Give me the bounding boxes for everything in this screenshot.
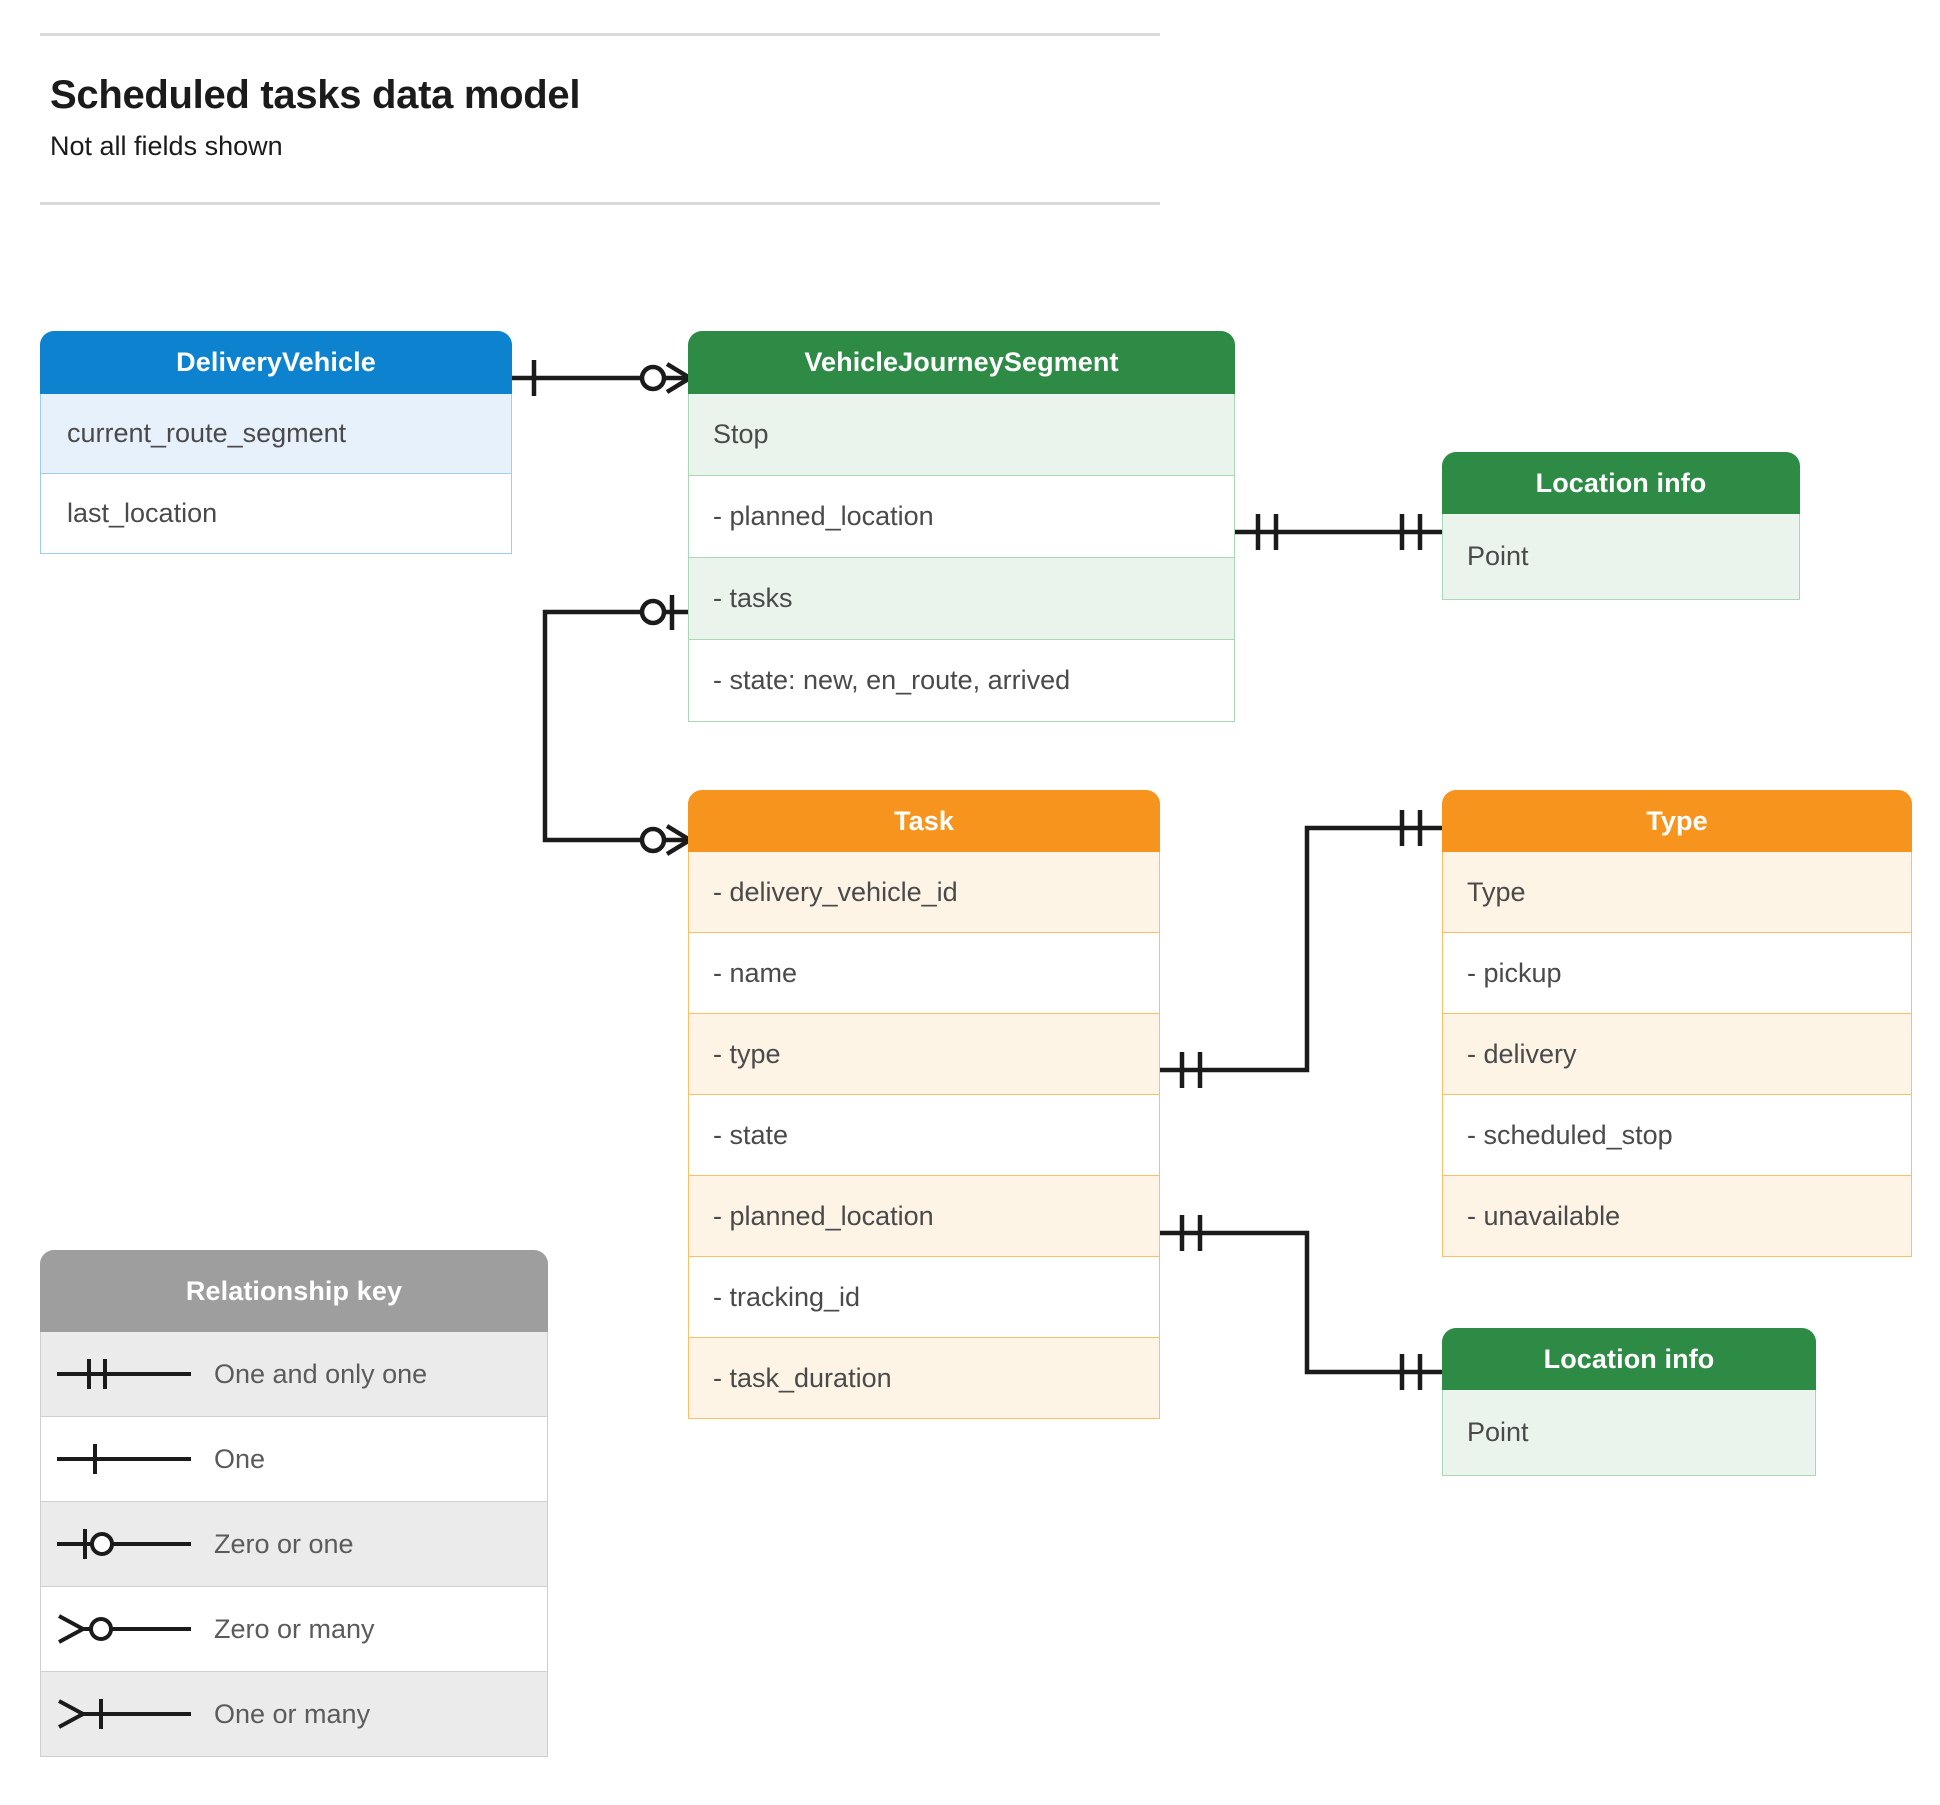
field-row[interactable]: - planned_location bbox=[688, 476, 1235, 558]
field-label: current_route_segment bbox=[67, 418, 347, 448]
field-row[interactable]: - delivery_vehicle_id bbox=[688, 852, 1160, 933]
field-label: - planned_location bbox=[713, 501, 934, 531]
field-label: - delivery_vehicle_id bbox=[713, 876, 958, 907]
field-label: - state: new, en_route, arrived bbox=[713, 665, 1071, 695]
field-label: - task_duration bbox=[713, 1362, 892, 1393]
field-label: Point bbox=[1467, 1417, 1529, 1447]
entity-vehicle-journey-segment[interactable]: VehicleJourneySegment Stop - planned_loc… bbox=[688, 331, 1235, 722]
field-row[interactable]: - delivery bbox=[1442, 1014, 1912, 1095]
legend-row: One bbox=[40, 1417, 548, 1502]
legend-row: One or many bbox=[40, 1672, 548, 1757]
field-row[interactable]: - planned_location bbox=[688, 1176, 1160, 1257]
field-row[interactable]: - scheduled_stop bbox=[1442, 1095, 1912, 1176]
legend-row: Zero or one bbox=[40, 1502, 548, 1587]
entity-location-info-bottom[interactable]: Location info Point bbox=[1442, 1328, 1816, 1476]
entity-title-type: Type bbox=[1442, 790, 1912, 852]
field-row[interactable]: - type bbox=[688, 1014, 1160, 1095]
field-label: Point bbox=[1467, 541, 1529, 571]
field-label: last_location bbox=[67, 498, 218, 528]
field-row[interactable]: - state bbox=[688, 1095, 1160, 1176]
field-label: - planned_location bbox=[713, 1200, 934, 1231]
legend-title: Relationship key bbox=[40, 1250, 548, 1332]
entity-title-task: Task bbox=[688, 790, 1160, 852]
one-and-only-one-icon bbox=[41, 1332, 206, 1416]
field-row[interactable]: - name bbox=[688, 933, 1160, 1014]
field-row[interactable]: Type bbox=[1442, 852, 1912, 933]
legend-row: Zero or many bbox=[40, 1587, 548, 1672]
field-label: - type bbox=[713, 1038, 781, 1069]
field-label: Type bbox=[1467, 876, 1526, 907]
field-row[interactable]: Stop bbox=[688, 394, 1235, 476]
entity-delivery-vehicle[interactable]: DeliveryVehicle current_route_segment la… bbox=[40, 331, 512, 554]
entity-task[interactable]: Task - delivery_vehicle_id - name - type… bbox=[688, 790, 1160, 1419]
field-label: - unavailable bbox=[1467, 1200, 1621, 1231]
legend-label: One bbox=[214, 1443, 266, 1474]
legend-row: One and only one bbox=[40, 1332, 548, 1417]
zero-or-one-icon bbox=[41, 1502, 206, 1586]
relationship-key-legend: Relationship key One and only one bbox=[40, 1250, 548, 1757]
legend-label: Zero or one bbox=[214, 1528, 354, 1559]
header-divider-top bbox=[40, 33, 1160, 36]
field-label: - pickup bbox=[1467, 957, 1562, 988]
entity-title-delivery-vehicle: DeliveryVehicle bbox=[40, 331, 512, 394]
field-label: Stop bbox=[713, 419, 769, 449]
one-icon bbox=[41, 1417, 206, 1501]
field-row[interactable]: - tracking_id bbox=[688, 1257, 1160, 1338]
entity-location-info-top[interactable]: Location info Point bbox=[1442, 452, 1800, 600]
field-label: - tasks bbox=[713, 583, 793, 613]
field-row[interactable]: - state: new, en_route, arrived bbox=[688, 640, 1235, 722]
field-row[interactable]: - task_duration bbox=[688, 1338, 1160, 1419]
field-row[interactable]: Point bbox=[1442, 1390, 1816, 1476]
field-label: - delivery bbox=[1467, 1038, 1577, 1069]
field-row[interactable]: - pickup bbox=[1442, 933, 1912, 1014]
field-label: - scheduled_stop bbox=[1467, 1119, 1673, 1150]
entity-type[interactable]: Type Type - pickup - delivery - schedule… bbox=[1442, 790, 1912, 1257]
entity-title-location-info: Location info bbox=[1442, 452, 1800, 514]
legend-label: One and only one bbox=[214, 1358, 428, 1389]
one-or-many-icon bbox=[41, 1672, 206, 1756]
header-divider-bottom bbox=[40, 202, 1160, 205]
field-row[interactable]: - tasks bbox=[688, 558, 1235, 640]
field-row[interactable]: - unavailable bbox=[1442, 1176, 1912, 1257]
field-label: - state bbox=[713, 1119, 789, 1150]
field-label: - name bbox=[713, 957, 798, 988]
field-row[interactable]: current_route_segment bbox=[40, 394, 512, 474]
page-subtitle: Not all fields shown bbox=[50, 131, 283, 161]
field-row[interactable]: last_location bbox=[40, 474, 512, 554]
page-title: Scheduled tasks data model bbox=[50, 73, 581, 117]
field-label: - tracking_id bbox=[713, 1281, 861, 1312]
entity-title-location-info: Location info bbox=[1442, 1328, 1816, 1390]
legend-label: Zero or many bbox=[214, 1613, 375, 1644]
entity-title-vehicle-journey-segment: VehicleJourneySegment bbox=[688, 331, 1235, 394]
legend-label: One or many bbox=[214, 1698, 371, 1729]
zero-or-many-icon bbox=[41, 1587, 206, 1671]
field-row[interactable]: Point bbox=[1442, 514, 1800, 600]
